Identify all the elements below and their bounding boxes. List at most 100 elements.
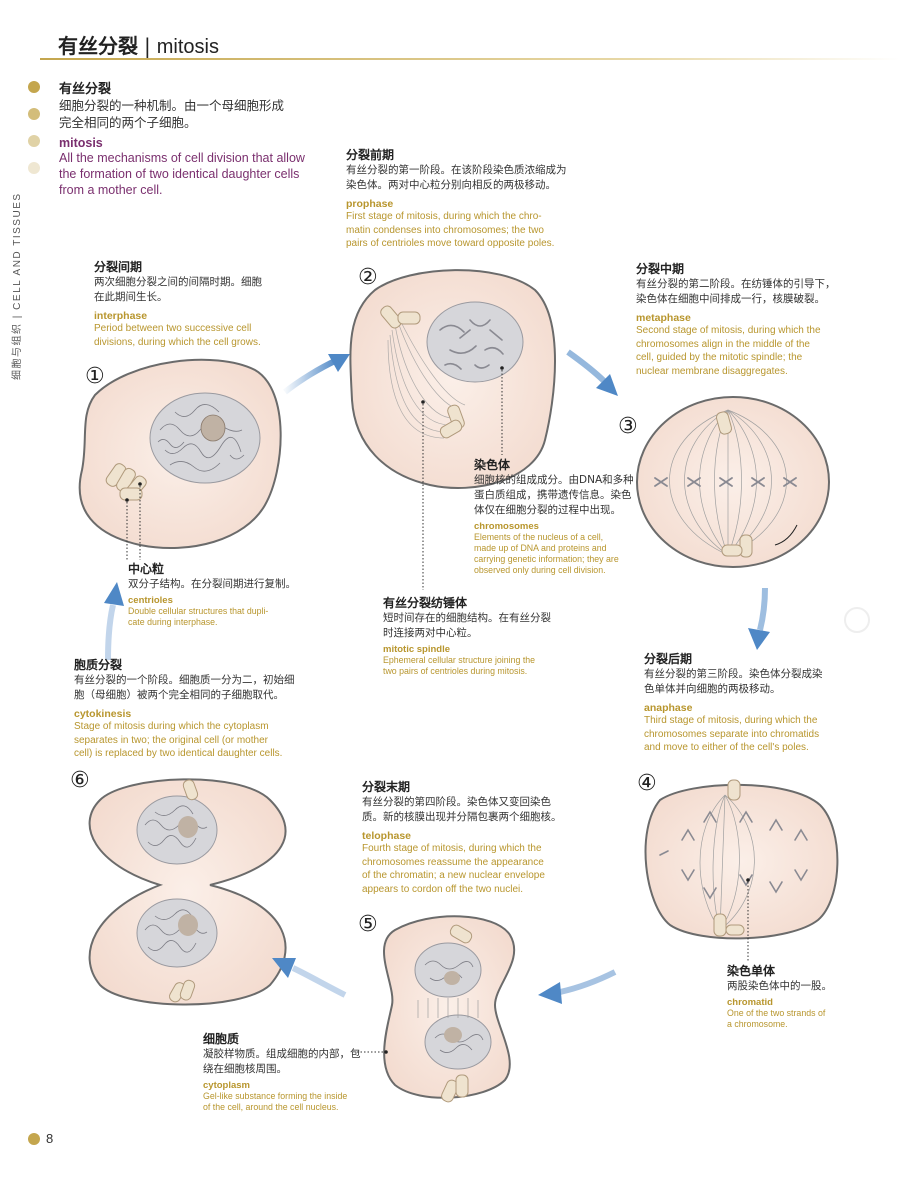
- label-desc-zh: 有丝分裂的第四阶段。染色体又变回染色: [362, 796, 551, 808]
- label-desc-en: appears to cordon off the two nuclei.: [362, 883, 524, 895]
- label-title-zh: 有丝分裂纺锤体: [383, 596, 468, 610]
- intro-block: 有丝分裂 细胞分裂的一种机制。由一个母细胞形成 完全相同的两个子细胞。 mito…: [59, 78, 305, 198]
- label-desc-zh: 细胞核的组成成分。由DNA和多种: [474, 474, 634, 486]
- intro-desc-en-line: the formation of two identical daughter …: [59, 167, 300, 181]
- label-title-en: cytoplasm: [203, 1080, 250, 1091]
- arrow-head-6-1: [104, 582, 124, 606]
- page-number: 8: [46, 1131, 54, 1146]
- label-title-zh: 分裂末期: [362, 780, 411, 794]
- label-desc-zh: 胞（母细胞）被两个完全相同的子细胞取代。: [74, 689, 284, 701]
- label-desc-zh: 绕在细胞核周围。: [203, 1063, 287, 1075]
- label-desc-zh: 体仅在细胞分裂的过程中出现。: [474, 504, 621, 516]
- label-desc-en: chromosomes align in the middle of the: [636, 338, 810, 350]
- label-desc-zh: 有丝分裂的一个阶段。细胞质一分为二，初始细: [74, 674, 295, 686]
- label-title-en: mitotic spindle: [383, 644, 451, 655]
- label-desc-en: pairs of centrioles move toward opposite…: [346, 238, 555, 249]
- label-desc-en: First stage of mitosis, during which the…: [346, 211, 542, 222]
- label-desc-en: two pairs of centrioles during mitosis.: [383, 666, 528, 676]
- label-title-zh: 染色体: [474, 458, 511, 472]
- label-chromosomes: 染色体 细胞核的组成成分。由DNA和多种 蛋白质组成，携带遗传信息。染色 体仅在…: [474, 456, 634, 576]
- label-desc-zh: 有丝分裂的第三阶段。染色体分裂成染: [644, 668, 823, 680]
- label-title-zh: 中心粒: [128, 562, 165, 576]
- label-mitotic-spindle: 有丝分裂纺锤体 短时间存在的细胞结构。在有丝分裂 时连接两对中心粒。 mitot…: [383, 594, 551, 677]
- label-title-zh: 分裂间期: [94, 260, 143, 274]
- label-desc-zh: 蛋白质组成，携带遗传信息。染色: [474, 489, 632, 501]
- bullet-dot: [28, 135, 40, 147]
- page-title-en: mitosis: [156, 36, 219, 58]
- label-desc-en: cell, guided by the mitotic spindle; the: [636, 352, 803, 363]
- arrow-head-1-2: [328, 354, 350, 372]
- label-metaphase: 分裂中期 有丝分裂的第二阶段。在纺锤体的引导下， 染色体在细胞中间排成一行，核膜…: [636, 260, 836, 378]
- label-title-zh: 分裂后期: [644, 652, 693, 666]
- label-centrioles: 中心粒 双分子结构。在分裂间期进行复制。 centrioles Double c…: [128, 560, 296, 628]
- label-desc-zh: 在此期间生长。: [94, 291, 168, 303]
- label-desc-zh: 质。新的核膜出现并分隔包裹两个细胞核。: [362, 811, 562, 823]
- label-desc-en: Ephemeral cellular structure joining the: [383, 655, 536, 665]
- label-desc-en: Third stage of mitosis, during which the: [644, 715, 818, 726]
- cell-metaphase: [636, 396, 830, 568]
- label-prophase: 分裂前期 有丝分裂的第一阶段。在该阶段染色质浓缩成为 染色体。两对中心粒分别向相…: [346, 146, 567, 251]
- label-title-zh: 染色单体: [727, 964, 776, 978]
- label-title-zh: 胞质分裂: [74, 658, 123, 672]
- page-title: 有丝分裂|mitosis: [58, 30, 219, 59]
- intro-title-en: mitosis: [59, 136, 103, 150]
- label-desc-zh: 时连接两对中心粒。: [383, 627, 478, 639]
- label-cytokinesis: 胞质分裂 有丝分裂的一个阶段。细胞质一分为二，初始细 胞（母细胞）被两个完全相同…: [74, 656, 295, 761]
- label-title-en: anaphase: [644, 702, 693, 714]
- cell-interphase: [78, 358, 282, 560]
- bullet-dot: [28, 162, 40, 174]
- step-number-5: ⑤: [358, 912, 378, 937]
- label-title-en: cytokinesis: [74, 708, 132, 720]
- label-desc-en: cate during interphase.: [128, 617, 218, 627]
- label-desc-zh: 两次细胞分裂之间的间隔时期。细胞: [94, 276, 262, 288]
- label-desc-en: of the chromatin; a new nuclear envelope: [362, 870, 545, 881]
- intro-desc-zh-line: 细胞分裂的一种机制。由一个母细胞形成: [59, 98, 285, 113]
- label-desc-en: matin condenses into chromosomes; the tw…: [346, 224, 544, 236]
- label-cytoplasm: 细胞质 凝胶样物质。组成细胞的内部，包 绕在细胞核周围。 cytoplasm G…: [203, 1030, 361, 1113]
- intro-desc-en-line: from a mother cell.: [59, 183, 163, 197]
- flow-arrows: [104, 349, 770, 1004]
- label-desc-en: Stage of mitosis during which the cytopl…: [74, 721, 269, 732]
- label-chromatid: 染色单体 两股染色体中的一股。 chromatid One of the two…: [727, 962, 832, 1030]
- label-title-en: prophase: [346, 198, 394, 210]
- cell-prophase: [349, 269, 556, 590]
- arrow-head-5-6: [272, 958, 296, 978]
- label-desc-en: Period between two successive cell: [94, 323, 252, 334]
- page-number-dot: [28, 1133, 40, 1145]
- label-desc-en: made up of DNA and proteins and: [474, 543, 607, 553]
- label-desc-zh: 短时间存在的细胞结构。在有丝分裂: [383, 612, 551, 624]
- label-title-en: interphase: [94, 310, 148, 322]
- label-title-zh: 分裂中期: [636, 262, 685, 276]
- label-title-en: chromosomes: [474, 521, 539, 532]
- label-desc-zh: 双分子结构。在分裂间期进行复制。: [128, 578, 296, 590]
- cell-anaphase: [644, 779, 839, 962]
- label-desc-zh: 有丝分裂的第二阶段。在纺锤体的引导下，: [636, 278, 836, 290]
- cell-cytokinesis: [88, 778, 287, 1006]
- label-desc-en: cell) is replaced by two identical daugh…: [74, 748, 283, 759]
- label-title-zh: 分裂前期: [346, 148, 395, 162]
- label-desc-en: observed only during cell division.: [474, 565, 606, 575]
- bullet-dot: [28, 81, 40, 93]
- label-telophase: 分裂末期 有丝分裂的第四阶段。染色体又变回染色 质。新的核膜出现并分隔包裹两个细…: [362, 778, 562, 896]
- label-desc-en: Second stage of mitosis, during which th…: [636, 325, 821, 336]
- label-desc-zh: 染色体。两对中心粒分别向相反的两极移动。: [346, 179, 556, 191]
- watermark-mark: [844, 607, 870, 633]
- label-desc-en: Fourth stage of mitosis, during which th…: [362, 843, 542, 854]
- label-desc-en: Elements of the nucleus of a cell,: [474, 532, 604, 542]
- label-desc-zh: 染色体在细胞中间排成一行，核膜破裂。: [636, 293, 825, 305]
- step-number-3: ③: [618, 414, 638, 439]
- step-number-4: ④: [637, 771, 657, 796]
- label-title-en: chromatid: [727, 997, 773, 1008]
- label-desc-en: Gel-like substance forming the inside: [203, 1091, 348, 1101]
- step-number-1: ①: [85, 364, 105, 389]
- cell-telophase: [357, 915, 516, 1103]
- label-title-en: centrioles: [128, 595, 173, 606]
- intro-desc-zh-line: 完全相同的两个子细胞。: [59, 115, 197, 130]
- label-title-en: metaphase: [636, 312, 691, 324]
- step-number-2: ②: [358, 265, 378, 290]
- label-desc-en: and move to either of the cell's poles.: [644, 742, 809, 753]
- label-desc-en: separates in two; the original cell (or …: [74, 734, 268, 746]
- intro-desc-en-line: All the mechanisms of cell division that…: [59, 151, 305, 165]
- label-desc-en: chromosomes reassume the appearance: [362, 856, 544, 868]
